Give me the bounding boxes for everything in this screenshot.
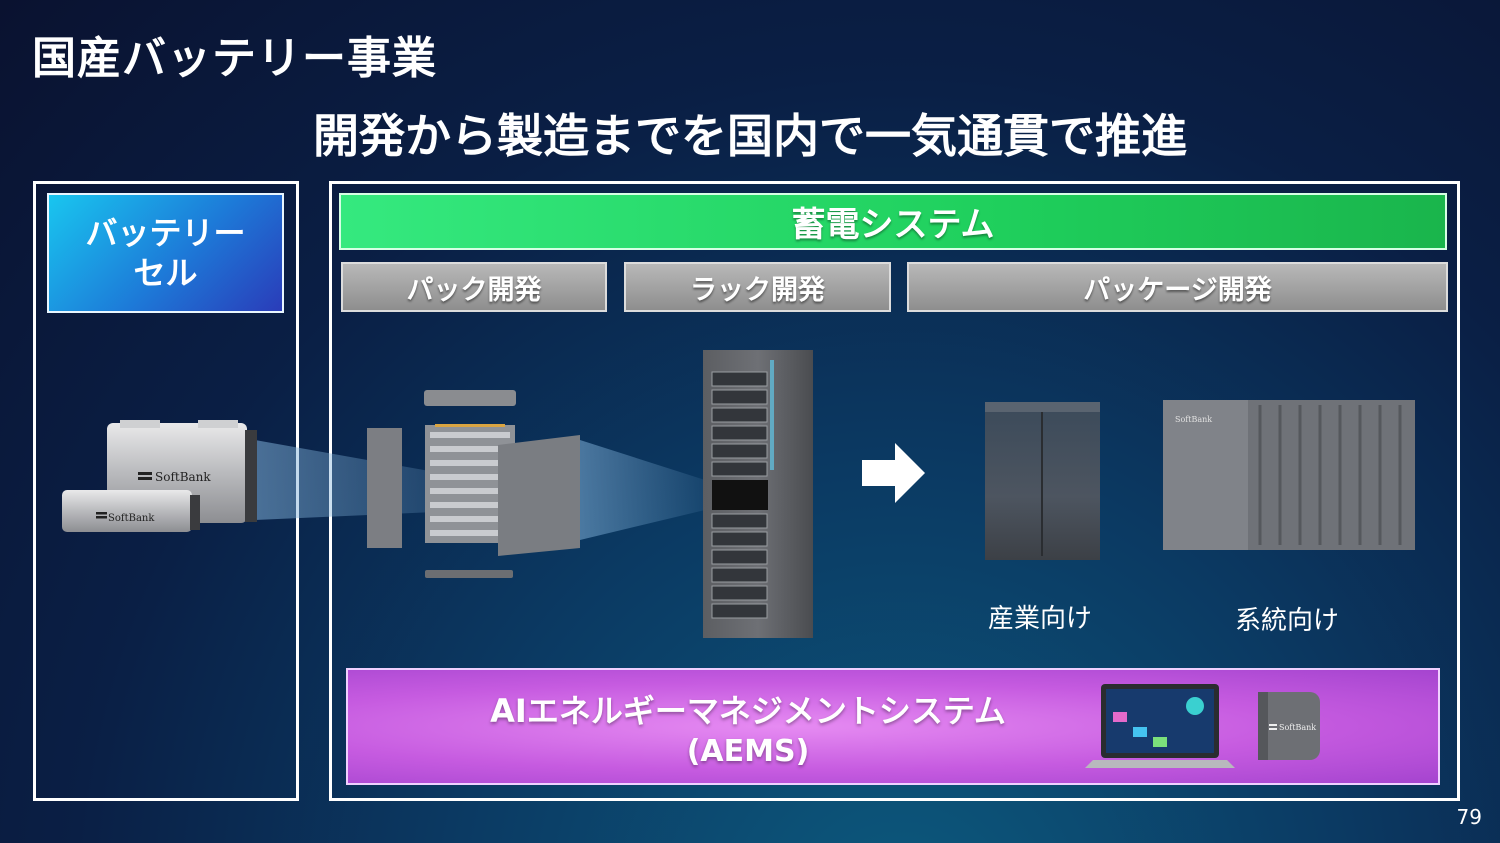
slide-subtitle: 開発から製造までを国内で一気通貫で推進 bbox=[313, 109, 1187, 163]
cell-brand-text-1: SoftBank bbox=[155, 470, 211, 484]
storage-system-banner: 蓄電システム bbox=[339, 193, 1447, 250]
battery-pack-image bbox=[367, 390, 705, 578]
industrial-storage-image bbox=[985, 402, 1100, 560]
laptop-image bbox=[1085, 684, 1235, 768]
aems-device-illustration: SoftBank bbox=[1085, 684, 1320, 768]
package-development-label: パッケージ開発 bbox=[907, 262, 1448, 312]
aems-controller-image: SoftBank bbox=[1258, 692, 1320, 760]
pack-development-label: パック開発 bbox=[341, 262, 607, 312]
rack-development-label: ラック開発 bbox=[624, 262, 891, 312]
page-number: 79 bbox=[1456, 805, 1482, 829]
slide-title: 国産バッテリー事業 bbox=[32, 33, 437, 84]
arrow-right-icon bbox=[862, 443, 925, 503]
grid-storage-container-image: SoftBank bbox=[1163, 400, 1415, 550]
battery-rack-image bbox=[703, 350, 813, 638]
aems-subtitle: (AEMS) bbox=[686, 734, 810, 769]
battery-cell-label: バッテリー セル bbox=[47, 193, 284, 313]
container-brand-text: SoftBank bbox=[1175, 415, 1212, 424]
grid-caption: 系統向け bbox=[1235, 606, 1340, 636]
aems-title: AIエネルギーマネジメントシステム bbox=[490, 692, 1006, 730]
aems-banner: AIエネルギーマネジメントシステム (AEMS) SoftBank bbox=[346, 668, 1440, 785]
cell-brand-text-2: SoftBank bbox=[108, 513, 155, 524]
controller-brand-text: SoftBank bbox=[1279, 723, 1316, 732]
industrial-caption: 産業向け bbox=[988, 604, 1093, 634]
battery-cell-image: SoftBank SoftBank bbox=[62, 420, 480, 532]
